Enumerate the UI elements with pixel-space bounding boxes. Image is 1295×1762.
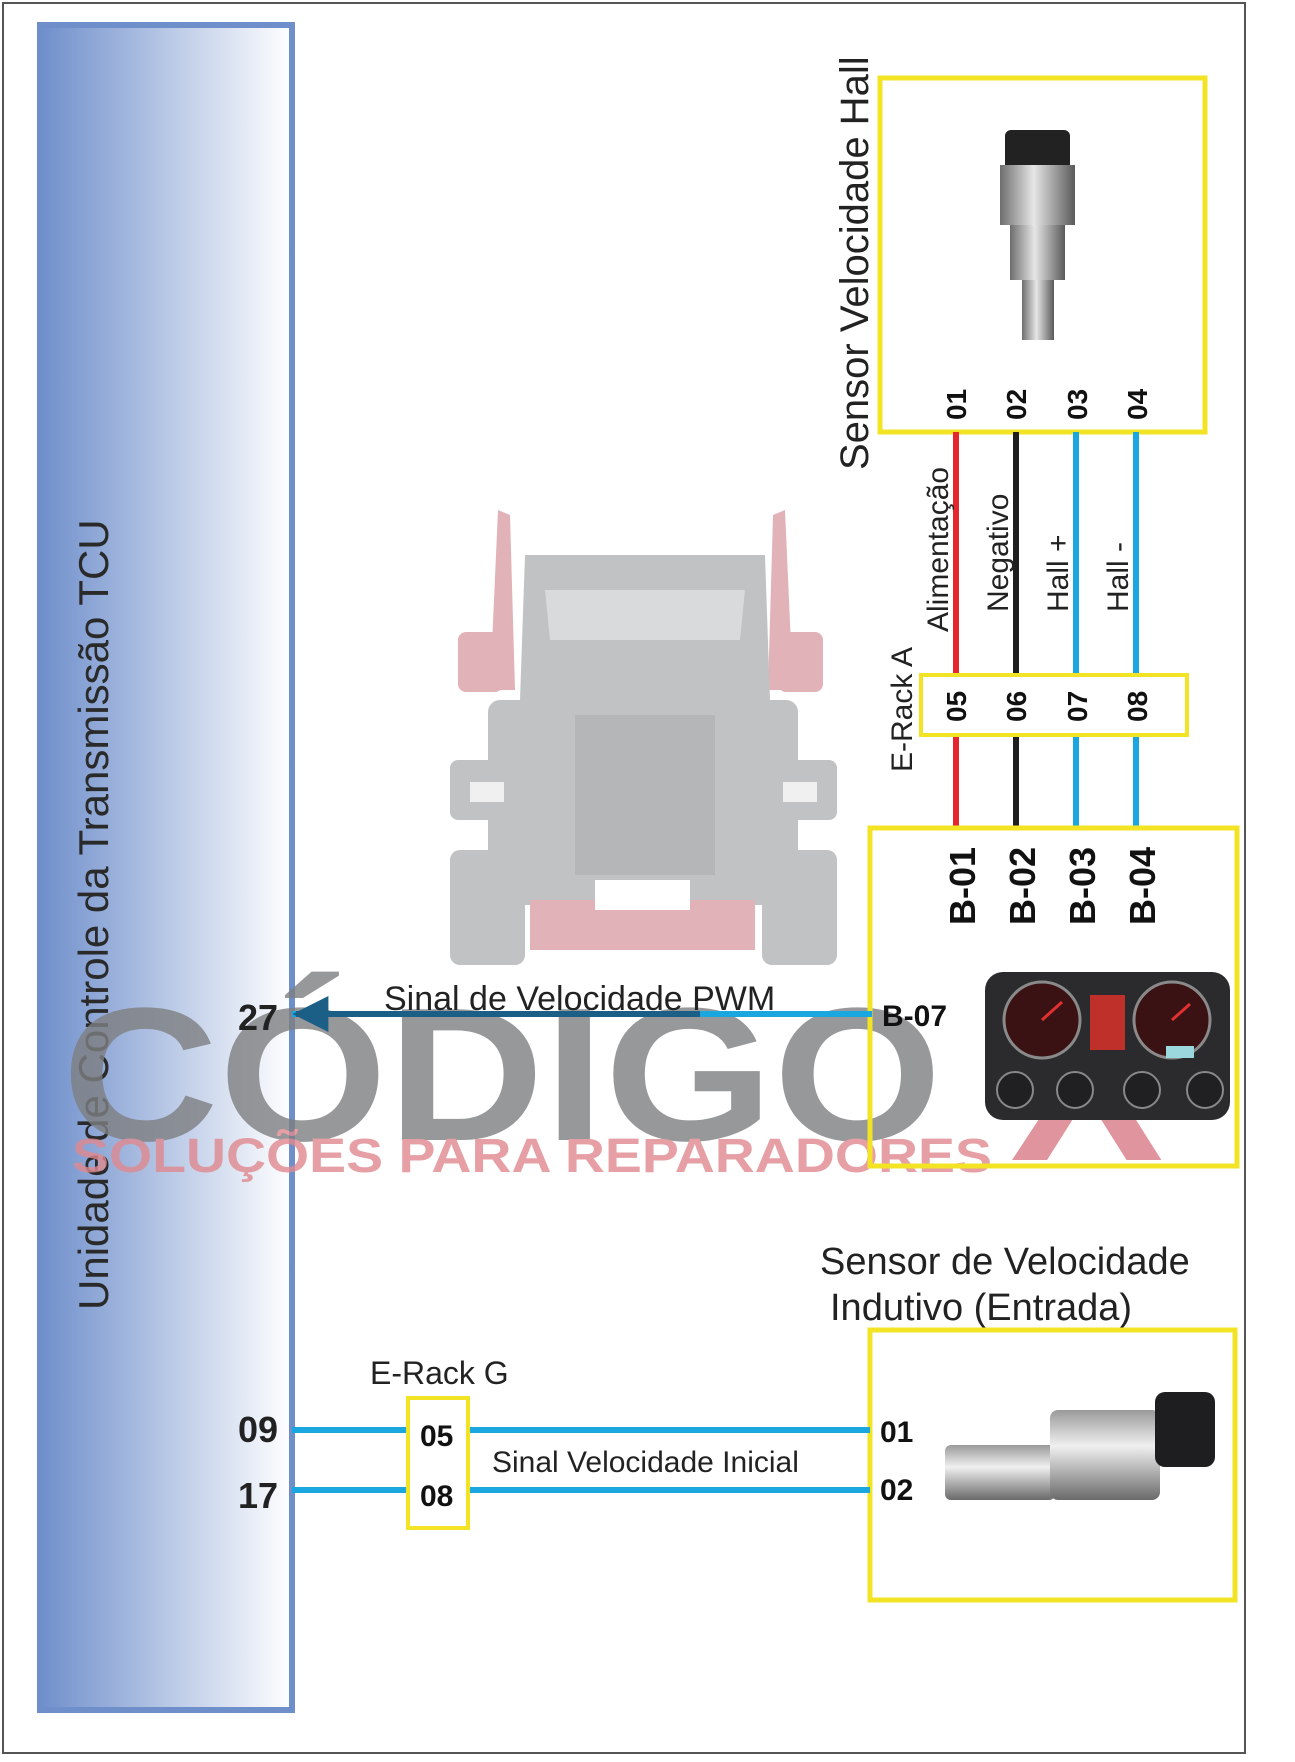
hall-pin-02: 02: [1001, 389, 1032, 420]
wire-label-hall-plus: Hall +: [1042, 534, 1075, 612]
diagram-frame: [2, 2, 1246, 1754]
wire-label-hall-minus: Hall -: [1102, 542, 1135, 612]
erack-a-box: [919, 673, 1189, 737]
hall-sensor-photo-icon: [1000, 130, 1075, 340]
erack-g-pin-08: 08: [420, 1480, 453, 1513]
inductive-sensor-title-line2: Indutivo (Entrada): [830, 1287, 1132, 1329]
wire-label-alimentacao: Alimentação: [922, 467, 955, 632]
inductive-pin-02: 02: [880, 1474, 913, 1507]
hall-sensor-box: [877, 75, 1208, 435]
cluster-pin-b01: B-01: [942, 847, 983, 925]
tcu-pin-27: 27: [238, 997, 278, 1038]
tcu-panel: [37, 22, 295, 1713]
pwm-signal-label: Sinal de Velocidade PWM: [384, 980, 775, 1018]
inductive-sensor-box: [867, 1327, 1238, 1603]
inductive-pin-01: 01: [880, 1416, 913, 1449]
brand-watermark-text: CÓDIGO: [62, 969, 942, 1181]
cluster-pin-b04: B-04: [1122, 847, 1163, 925]
truck-watermark-icon: [450, 510, 837, 965]
erack-g-box: [406, 1396, 470, 1530]
cluster-pin-b07: B-07: [882, 1000, 947, 1033]
erack-g-label: E-Rack G: [370, 1355, 509, 1391]
cluster-pin-b03: B-03: [1062, 847, 1103, 925]
hall-pin-03: 03: [1062, 389, 1093, 420]
tcu-pin-17: 17: [238, 1475, 278, 1516]
cluster-pin-b02: B-02: [1002, 847, 1043, 925]
erack-a-pin-07: 07: [1062, 691, 1093, 722]
initial-signal-label: Sinal Velocidade Inicial: [492, 1446, 799, 1479]
erack-g-pin-05: 05: [420, 1420, 453, 1453]
hall-pin-01: 01: [941, 389, 972, 420]
instrument-cluster-icon: [985, 972, 1230, 1120]
cluster-box: [867, 825, 1240, 1169]
erack-a-pin-08: 08: [1122, 691, 1153, 722]
hall-sensor-title: Sensor Velocidade Hall: [833, 56, 877, 470]
erack-a-label: E-Rack A: [886, 647, 919, 772]
tcu-pin-09: 09: [238, 1409, 278, 1450]
inductive-sensor-title-line1: Sensor de Velocidade: [820, 1241, 1190, 1283]
erack-a-pin-06: 06: [1001, 691, 1032, 722]
hall-pin-04: 04: [1122, 388, 1153, 420]
inductive-sensor-photo-icon: [945, 1392, 1215, 1500]
erack-a-pin-05: 05: [941, 691, 972, 722]
tcu-title: Unidade de Controle da Transmissão TCU: [70, 519, 117, 1310]
wire-label-negativo: Negativo: [982, 494, 1015, 612]
brand-watermark-tagline: SOLUÇÕES PARA REPARADORES: [72, 1128, 992, 1183]
